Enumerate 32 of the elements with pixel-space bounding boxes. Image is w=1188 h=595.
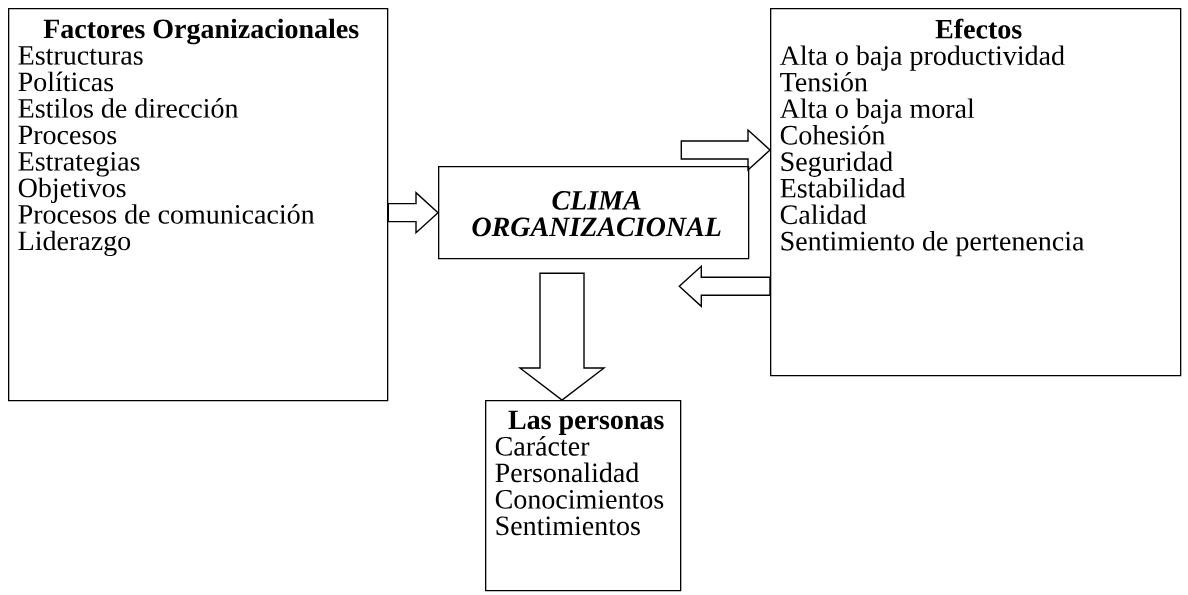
- text-box: [485, 400, 682, 592]
- node-heading: Las personas: [508, 410, 664, 435]
- list-item: Cohesión: [780, 124, 885, 145]
- block-arrow: [517, 272, 607, 401]
- list-item: Estructuras: [18, 46, 143, 65]
- block-arrow: [387, 191, 440, 235]
- node-heading: Efectos: [935, 18, 1022, 39]
- list-item: Conocimientos: [495, 489, 664, 509]
- list-item: Carácter: [495, 436, 590, 456]
- node-title: CLIMA ORGANIZACIONAL: [472, 191, 721, 237]
- list-item: Seguridad: [781, 151, 893, 177]
- list-item: Tensión: [780, 71, 868, 92]
- list-item: Alta o baja moral: [779, 98, 975, 124]
- list-item: Sentimiento de pertenencia: [781, 230, 1085, 257]
- list-item: Procesos: [18, 125, 117, 145]
- list-item: Sentimientos: [496, 516, 640, 536]
- block-arrow: [680, 128, 772, 172]
- list-item: Estrategias: [18, 152, 140, 177]
- text-box: [8, 8, 389, 402]
- list-item: Personalidad: [495, 462, 639, 483]
- block-arrow: [678, 264, 771, 308]
- node-heading: Factores Organizacionales: [43, 18, 359, 45]
- list-item: Estilos de dirección: [18, 98, 239, 118]
- list-item: Objetivos: [18, 177, 126, 204]
- title-box: [438, 166, 750, 260]
- list-item: Alta o baja productividad: [779, 45, 1065, 71]
- list-item: Políticas: [18, 71, 114, 92]
- list-item: Procesos de comunicación: [18, 204, 315, 224]
- list-item: Estabilidad: [780, 177, 906, 198]
- text-box: [770, 8, 1182, 377]
- list-item: Calidad: [780, 204, 867, 225]
- list-item: Liderazgo: [18, 230, 131, 257]
